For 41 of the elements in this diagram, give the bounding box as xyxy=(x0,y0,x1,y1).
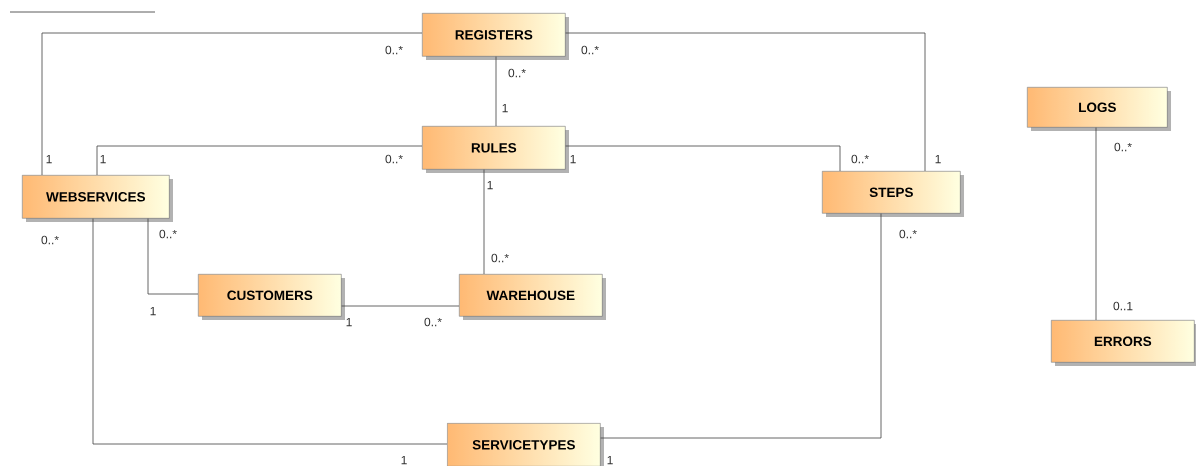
association-line xyxy=(1095,127,1097,321)
multiplicity-label: 1 xyxy=(935,154,941,164)
multiplicity-label: 1 xyxy=(487,180,493,190)
multiplicity-label: 0..* xyxy=(385,154,403,164)
multiplicity-label: 0..* xyxy=(899,229,917,239)
class-box: REGISTERS xyxy=(422,13,569,60)
association-line xyxy=(495,56,497,127)
multiplicity-label: 0..* xyxy=(385,45,403,55)
multiplicity-label: 0..* xyxy=(491,253,509,263)
multiplicity-label: 0..* xyxy=(851,154,869,164)
multiplicity-label: 1 xyxy=(401,455,407,465)
multiplicity-label: 1 xyxy=(346,317,352,327)
multiplicity-label: 0..* xyxy=(508,68,526,78)
class-box: RULES xyxy=(422,126,569,173)
multiplicity-label: 0..* xyxy=(424,317,442,327)
multiplicity-label: 0..1 xyxy=(1113,301,1133,311)
association-line xyxy=(483,169,485,275)
multiplicity-label: 1 xyxy=(100,154,106,164)
class-box: LOGS xyxy=(1027,87,1171,131)
class-box: WEBSERVICES xyxy=(22,175,173,222)
association-line xyxy=(565,145,841,172)
class-box: SERVICETYPES xyxy=(447,423,604,466)
multiplicity-label: 0..* xyxy=(159,229,177,239)
class-box: CUSTOMERS xyxy=(198,274,345,320)
multiplicity-label: 1 xyxy=(46,154,52,164)
association-line xyxy=(96,145,423,176)
association-line xyxy=(92,218,448,445)
association-line xyxy=(41,32,423,176)
association-line xyxy=(341,305,460,307)
class-box: WAREHOUSE xyxy=(459,274,606,320)
association-line xyxy=(147,218,199,295)
multiplicity-label: 1 xyxy=(150,306,156,316)
multiplicity-label: 1 xyxy=(570,154,576,164)
multiplicity-label: 0..* xyxy=(41,235,59,245)
class-box: STEPS xyxy=(822,171,964,217)
association-line xyxy=(565,32,926,172)
multiplicity-label: 0..* xyxy=(1114,142,1132,152)
class-box: ERRORS xyxy=(1051,320,1196,366)
multiplicity-label: 1 xyxy=(502,103,508,113)
association-line xyxy=(600,213,882,439)
multiplicity-label: 0..* xyxy=(581,45,599,55)
